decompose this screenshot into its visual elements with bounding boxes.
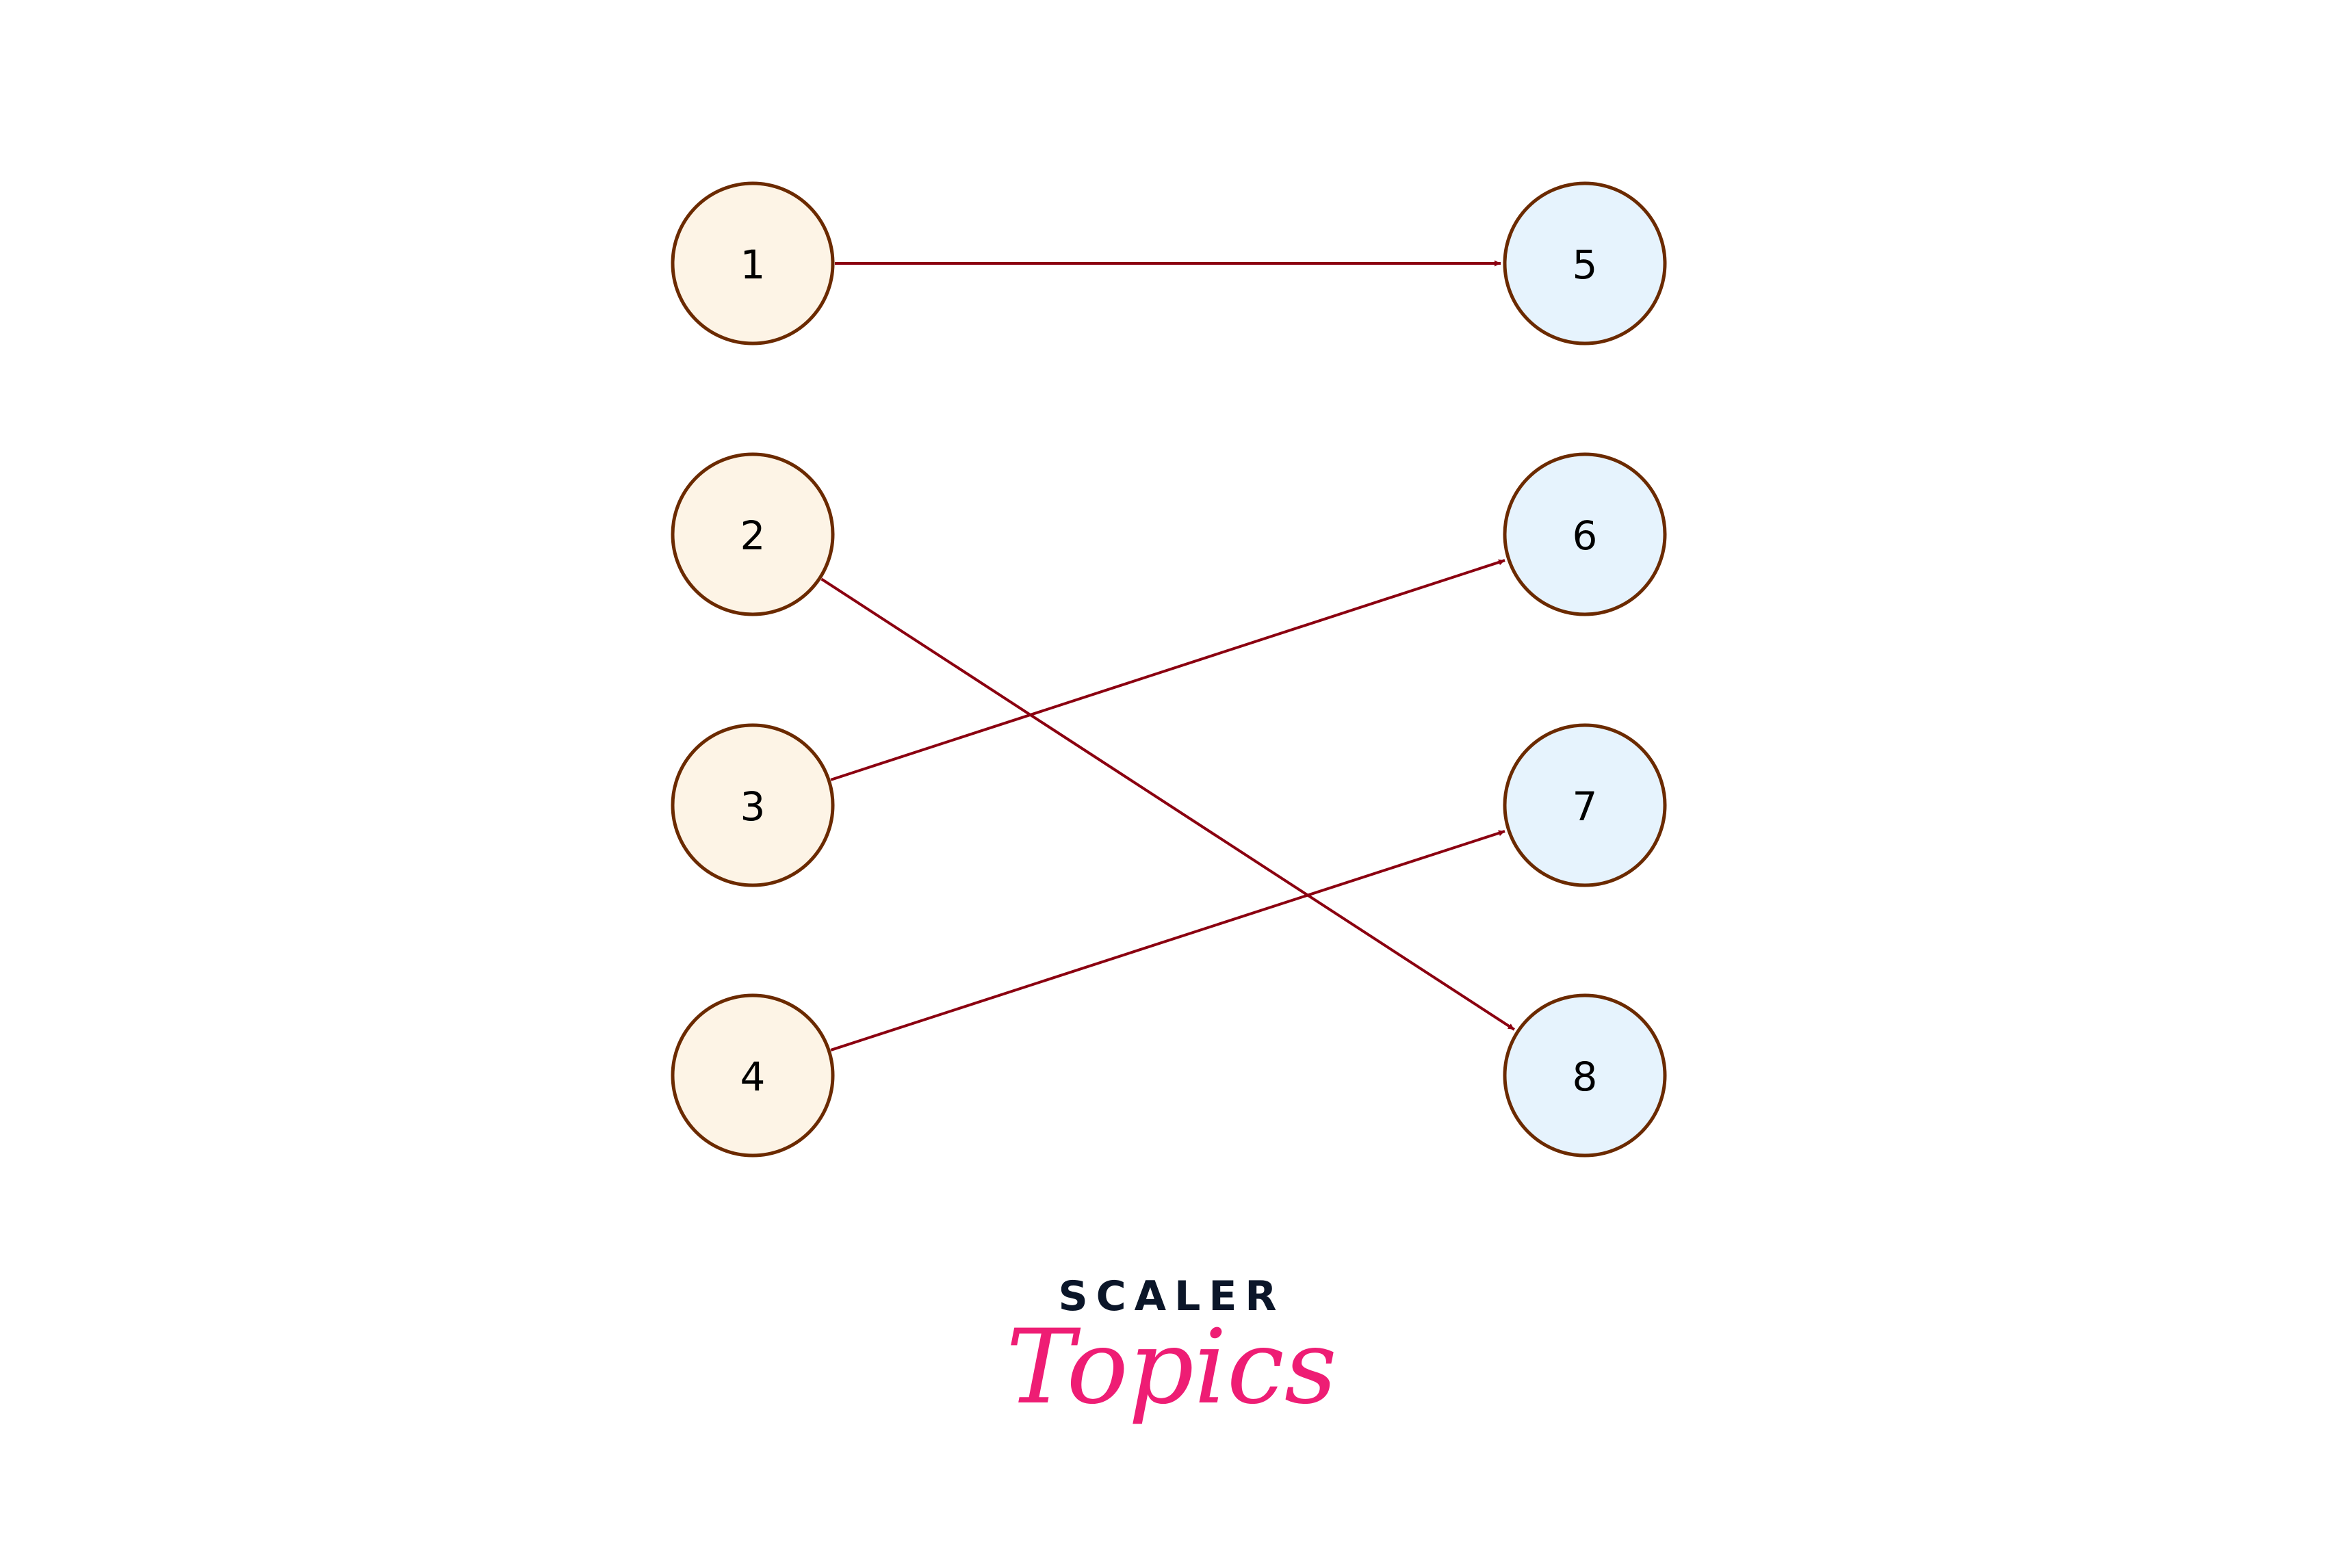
edge-4-to-7 (830, 830, 1505, 1051)
node-label: 2 (740, 512, 766, 559)
logo-scaler-text: SCALER (1058, 1272, 1284, 1320)
node-label: 1 (740, 241, 766, 288)
node-5: 5 (1503, 181, 1667, 345)
node-label: 5 (1573, 241, 1598, 288)
node-3: 3 (671, 723, 835, 887)
node-label: 6 (1573, 512, 1598, 559)
edge-2-to-8 (820, 577, 1515, 1031)
node-circle (671, 181, 835, 345)
node-label: 8 (1573, 1054, 1598, 1100)
node-circle (1503, 452, 1667, 616)
node-label: 7 (1573, 783, 1598, 830)
node-8: 8 (1503, 993, 1667, 1158)
node-label: 4 (740, 1054, 766, 1100)
node-circle (1503, 723, 1667, 887)
node-6: 6 (1503, 452, 1667, 616)
scaler-topics-logo: SCALER Topics (1006, 1272, 1337, 1427)
node-7: 7 (1503, 723, 1667, 887)
logo-topics-text: Topics (1006, 1308, 1337, 1427)
node-circle (671, 452, 835, 616)
node-circle (1503, 993, 1667, 1158)
edge-3-to-6 (830, 559, 1505, 781)
node-circle (671, 993, 835, 1158)
node-2: 2 (671, 452, 835, 616)
node-circle (1503, 181, 1667, 345)
node-1: 1 (671, 181, 835, 345)
node-circle (671, 723, 835, 887)
node-label: 3 (740, 783, 766, 830)
node-4: 4 (671, 993, 835, 1158)
